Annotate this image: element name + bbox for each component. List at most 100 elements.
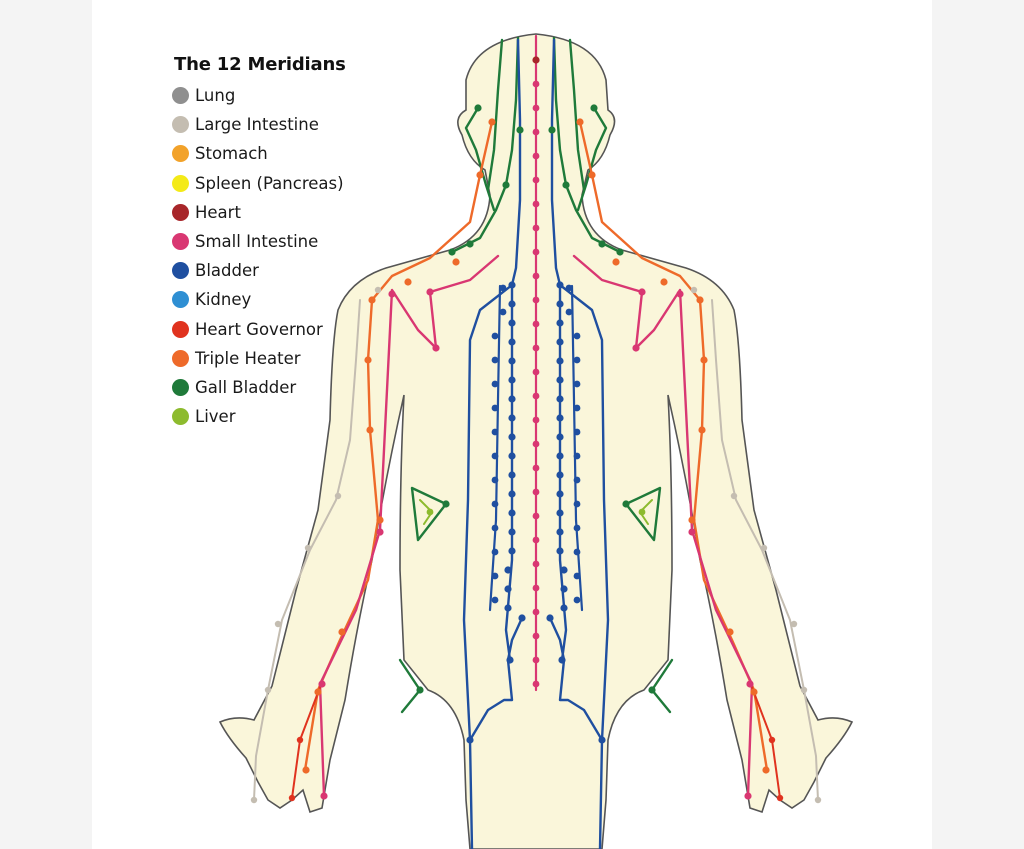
large-intestine-point [264, 686, 272, 694]
bladder-point [598, 736, 606, 744]
legend-label: Heart [195, 202, 241, 222]
bladder-point [556, 490, 564, 498]
small-intestine-point [532, 680, 540, 688]
bladder-point [504, 585, 512, 593]
bladder-point [556, 338, 564, 346]
large-intestine-point [730, 492, 738, 500]
bladder-point [491, 548, 499, 556]
bladder-point [556, 376, 564, 384]
small-intestine-point [532, 200, 540, 208]
bladder-point [573, 548, 581, 556]
small-intestine-point [532, 368, 540, 376]
small-intestine-meridian-line [318, 254, 500, 798]
bladder-point [560, 566, 568, 574]
large-intestine-point [250, 796, 258, 804]
legend-label: Large Intestine [195, 115, 319, 135]
legend-item-bladder: Bladder [172, 256, 346, 285]
bladder-point [508, 528, 516, 536]
bladder-point [508, 395, 516, 403]
small-intestine-point [376, 528, 384, 536]
small-intestine-point [532, 416, 540, 424]
bladder-point [558, 656, 566, 664]
bladder-point [491, 380, 499, 388]
heart-governor-point [296, 736, 304, 744]
legend-item-small-intestine: Small Intestine [172, 227, 346, 256]
gall-bladder-meridian-line [576, 106, 608, 212]
triple-heater-point [368, 296, 376, 304]
bladder-point [508, 357, 516, 365]
triple-heater-point [364, 356, 372, 364]
small-intestine-point [432, 344, 440, 352]
legend-item-liver: Liver [172, 402, 346, 431]
bladder-point [560, 585, 568, 593]
small-intestine-point [532, 296, 540, 304]
bladder-point [556, 281, 564, 289]
legend-item-triple-heater: Triple Heater [172, 344, 346, 373]
bladder-point [573, 500, 581, 508]
legend-swatch-icon [172, 116, 189, 134]
large-intestine-point [790, 620, 798, 628]
gall-bladder-point [466, 240, 474, 248]
large-intestine-point [760, 544, 768, 552]
bladder-point [556, 471, 564, 479]
gall-bladder-meridian-line [410, 486, 448, 542]
legend-swatch-icon [172, 291, 189, 309]
gall-bladder-point [548, 126, 556, 134]
legend-item-heart: Heart [172, 198, 346, 227]
bladder-point [508, 452, 516, 460]
bladder-point [573, 428, 581, 436]
legend-swatch-icon [172, 262, 189, 280]
triple-heater-point [476, 171, 484, 179]
small-intestine-point [532, 632, 540, 640]
legend-label: Small Intestine [195, 232, 319, 252]
legend-swatch-icon [172, 87, 189, 105]
bladder-point [508, 490, 516, 498]
small-intestine-point [638, 288, 646, 296]
bladder-point [556, 357, 564, 365]
bladder-meridian-line [488, 284, 502, 612]
bladder-point [508, 376, 516, 384]
bladder-point [518, 614, 526, 622]
legend-swatch-icon [172, 320, 189, 338]
triple-heater-point [688, 516, 696, 524]
legend-item-heart-governor: Heart Governor [172, 315, 346, 344]
gall-bladder-point [622, 500, 630, 508]
gall-bladder-meridian-line [568, 38, 586, 192]
legend-label: Lung [195, 86, 236, 106]
legend-label: Liver [195, 407, 236, 427]
bladder-point [504, 566, 512, 574]
small-intestine-point [532, 608, 540, 616]
gall-bladder-point [598, 240, 606, 248]
bladder-point [506, 656, 514, 664]
bladder-point [491, 404, 499, 412]
triple-heater-point [302, 766, 310, 774]
bladder-point [565, 284, 573, 292]
legend-item-kidney: Kidney [172, 285, 346, 314]
legend-swatch-icon [172, 233, 189, 251]
bladder-point [504, 604, 512, 612]
gall-bladder-meridian-line [464, 106, 496, 212]
triple-heater-point [588, 171, 596, 179]
legend-item-lung: Lung [172, 81, 346, 110]
small-intestine-point [532, 656, 540, 664]
triple-heater-point [696, 296, 704, 304]
small-intestine-point [426, 288, 434, 296]
small-intestine-point [532, 80, 540, 88]
bladder-point [466, 736, 474, 744]
legend-swatch-icon [172, 174, 189, 192]
small-intestine-point [532, 128, 540, 136]
legend-item-gall-bladder: Gall Bladder [172, 373, 346, 402]
legend-swatch-icon [172, 349, 189, 367]
bladder-point [565, 308, 573, 316]
gall-bladder-point [502, 181, 510, 189]
bladder-point [508, 414, 516, 422]
small-intestine-point [532, 464, 540, 472]
meridian-points [250, 56, 822, 804]
gall-bladder-point [448, 248, 456, 256]
triple-heater-point [762, 766, 770, 774]
bladder-point [546, 614, 554, 622]
liver-point [426, 508, 434, 516]
small-intestine-point [532, 152, 540, 160]
triple-heater-point [576, 118, 584, 126]
